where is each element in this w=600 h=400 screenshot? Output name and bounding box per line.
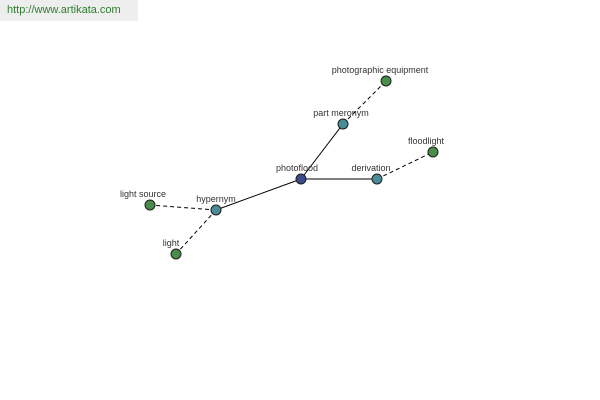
node-label-derivation: derivation bbox=[351, 163, 390, 173]
node-floodlight[interactable]: floodlight bbox=[408, 136, 445, 158]
node-label-part-meronym: part meronym bbox=[313, 108, 369, 118]
node-photoflood[interactable]: photoflood bbox=[276, 163, 318, 185]
node-hypernym[interactable]: hypernym bbox=[196, 194, 236, 216]
site-url-text[interactable]: http://www.artikata.com bbox=[7, 4, 121, 16]
edge-hypernym-to-light bbox=[175, 209, 217, 255]
node-light-source[interactable]: light source bbox=[120, 189, 166, 211]
edge-photoflood-to-part-meronym bbox=[300, 123, 344, 180]
node-dot-derivation[interactable] bbox=[371, 173, 383, 185]
edge-part-meronym-to-photographic-equipment bbox=[342, 80, 387, 125]
site-url-banner[interactable]: http://www.artikata.com bbox=[0, 0, 138, 21]
node-dot-light-source[interactable] bbox=[144, 199, 156, 211]
graph-edges bbox=[149, 80, 434, 255]
node-dot-part-meronym[interactable] bbox=[337, 118, 349, 130]
node-label-floodlight: floodlight bbox=[408, 136, 445, 146]
node-photographic-equipment[interactable]: photographic equipment bbox=[332, 65, 429, 87]
node-label-photographic-equipment: photographic equipment bbox=[332, 65, 429, 75]
edge-derivation-to-floodlight bbox=[376, 151, 434, 180]
node-dot-floodlight[interactable] bbox=[427, 146, 439, 158]
node-label-light-source: light source bbox=[120, 189, 166, 199]
graph-nodes: photoflood part meronym photographic equip… bbox=[120, 65, 445, 260]
node-dot-light[interactable] bbox=[170, 248, 182, 260]
node-light[interactable]: light bbox=[163, 238, 182, 260]
node-derivation[interactable]: derivation bbox=[351, 163, 391, 185]
node-dot-photoflood[interactable] bbox=[295, 173, 307, 185]
node-label-light: light bbox=[163, 238, 180, 248]
node-dot-hypernym[interactable] bbox=[210, 204, 222, 216]
node-dot-photographic-equipment[interactable] bbox=[380, 75, 392, 87]
node-label-photoflood: photoflood bbox=[276, 163, 318, 173]
node-part-meronym[interactable]: part meronym bbox=[313, 108, 369, 130]
node-label-hypernym: hypernym bbox=[196, 194, 236, 204]
edge-photoflood-to-hypernym bbox=[215, 178, 302, 211]
edge-hypernym-to-light-source bbox=[149, 204, 217, 211]
